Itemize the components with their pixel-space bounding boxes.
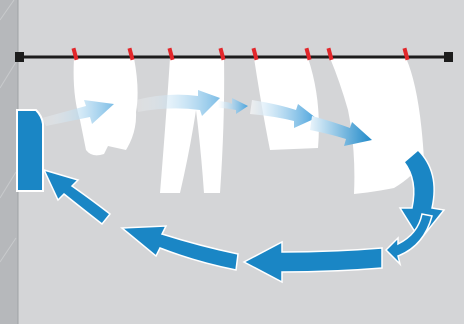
dehumidifier-icon: [17, 110, 43, 191]
wall: [0, 0, 18, 324]
line-anchor-left: [15, 52, 24, 62]
line-anchor-right: [444, 52, 453, 62]
